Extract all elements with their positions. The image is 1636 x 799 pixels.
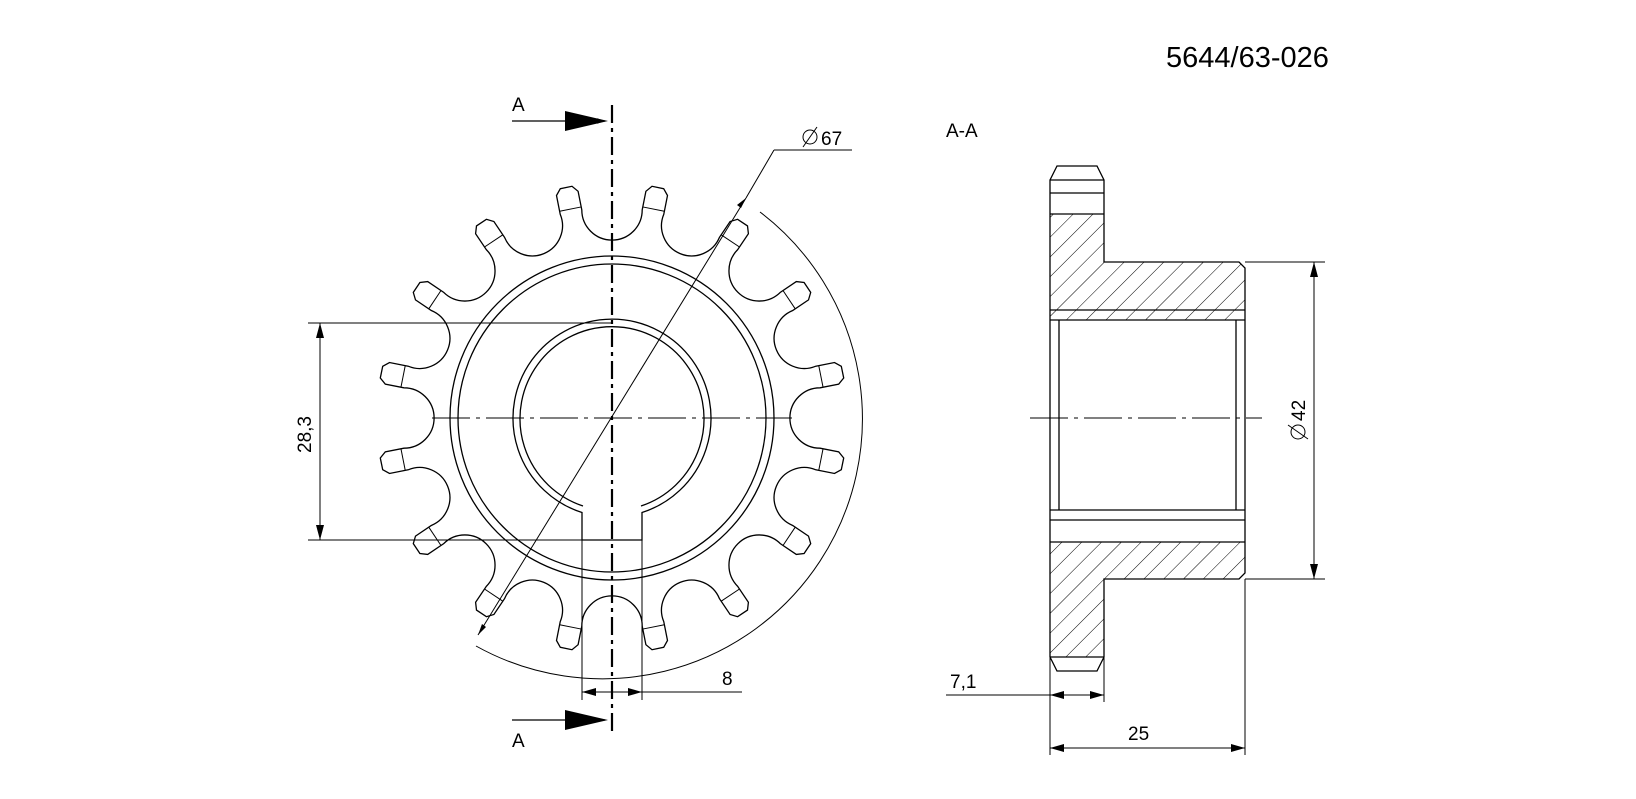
diameter-symbol-icon — [802, 126, 818, 148]
upper-section-hatch — [1050, 214, 1245, 320]
bore-with-keyway — [512, 318, 712, 541]
total-length-arrow-right — [1231, 744, 1245, 752]
hub-diameter-value: 42 — [1289, 400, 1310, 421]
total-length-value: 25 — [1128, 724, 1149, 745]
plate-thickness-arrow-left — [1050, 691, 1064, 699]
section-label-bottom: A — [512, 731, 525, 752]
tooth-tip-line — [642, 624, 665, 630]
part-number: 5644/63-026 — [1166, 42, 1329, 74]
bore-to-key-value: 28,3 — [295, 416, 316, 453]
bore-to-key-arrow-top — [316, 323, 324, 338]
lower-section-hatch — [1050, 542, 1245, 657]
outer-diameter-dimension-line — [477, 197, 747, 636]
tooth-tip-line — [400, 365, 406, 388]
outer-diameter-circle — [475, 211, 863, 680]
diameter-symbol-icon — [1287, 424, 1309, 440]
tooth-tip-line — [559, 624, 582, 630]
hub-diameter-arrow-bottom — [1310, 564, 1318, 579]
section-title: A-A — [946, 121, 978, 142]
hub-diameter-arrow-top — [1310, 262, 1318, 277]
tooth-tip-line — [428, 526, 442, 546]
tooth-tip-line — [818, 448, 824, 471]
key-width-value: 8 — [722, 669, 733, 690]
key-width-arrow-left — [582, 688, 596, 696]
outer-diameter-value: 67 — [821, 129, 842, 150]
tooth-tip-line — [818, 365, 824, 388]
bore-to-key-arrow-bottom — [316, 525, 324, 540]
tooth-tip-line — [720, 588, 740, 602]
outer-diameter-arrow-top — [737, 198, 746, 208]
section-arrow-top-head — [565, 111, 608, 131]
tooth-tip-line — [782, 526, 796, 546]
plate-thickness-value: 7,1 — [950, 672, 976, 693]
outer-diameter-leader — [745, 149, 775, 199]
plate-thickness-arrow-right — [1090, 691, 1104, 699]
total-length-arrow-left — [1050, 744, 1064, 752]
section-label-top: A — [512, 95, 525, 116]
tooth-tip-line — [484, 234, 504, 248]
section-outline — [1049, 165, 1246, 672]
front-view: A A 67 28,3 8 — [295, 95, 863, 752]
tooth-tip-line — [428, 290, 442, 310]
tooth-tip-line — [642, 206, 665, 212]
outer-diameter-arrow-bottom — [478, 624, 486, 635]
section-view: A-A 42 7 — [946, 121, 1325, 755]
bore-chamfer-circle — [519, 326, 705, 507]
tooth-tip-line — [720, 234, 740, 248]
section-arrow-bottom-head — [565, 710, 608, 730]
tooth-tip-line — [559, 206, 582, 212]
tooth-tip-line — [400, 448, 406, 471]
key-width-arrow-right — [628, 688, 642, 696]
tooth-tip-line — [782, 290, 796, 310]
